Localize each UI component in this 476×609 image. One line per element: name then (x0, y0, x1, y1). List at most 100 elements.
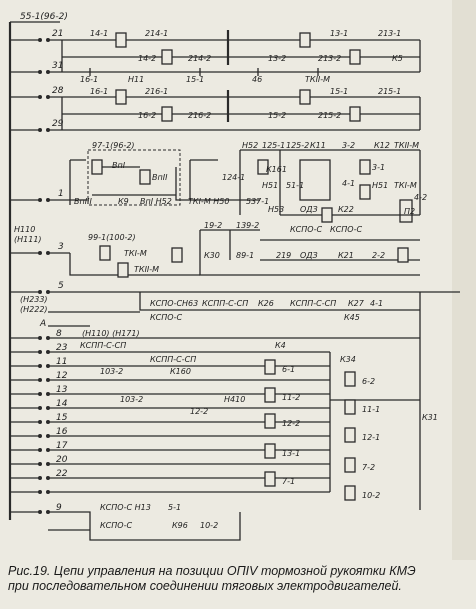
wire-8-label: 8 (56, 329, 62, 339)
wire-28-label: 28 (52, 86, 64, 96)
h222-label: (Н222) (20, 305, 48, 314)
t219-label: 219 (276, 251, 291, 260)
k4-label: К4 (275, 341, 286, 350)
wire-15-label: 15 (56, 413, 68, 423)
t10-2-label: 10-2 (362, 491, 380, 500)
wire-a-label: А (39, 319, 46, 329)
odz-label: ОДЗ (300, 205, 318, 214)
r1d: 213-1 (378, 29, 401, 38)
r5d: 215-2 (318, 111, 341, 120)
kspo-row-label: КСПО-С (150, 299, 182, 308)
h110-111-label: (Н110) (Н171) (82, 329, 140, 338)
g97-label: 97-1(96-2) (92, 141, 135, 150)
t51-1-label: 51-1 (286, 181, 304, 190)
h51b-label: Н51 (372, 181, 388, 190)
lower-relay-block (10, 292, 421, 541)
wire-11-label: 11 (56, 357, 67, 367)
t12-2-label: 12-2 (190, 407, 208, 416)
wire-17-label: 17 (56, 441, 68, 451)
g99-label: 99-1(100-2) (88, 233, 136, 242)
vpi-h52-label: ВпI Н52 (140, 197, 172, 206)
kspo2-label: КСПО-С (150, 313, 182, 322)
k21-label: К21 (338, 251, 354, 260)
wire-12-label: 12 (56, 371, 68, 381)
kspo-h13-label: КСПО-С Н13 (100, 503, 151, 512)
k11-label: К11 (310, 141, 326, 150)
k30-label: К30 (204, 251, 220, 260)
h53-label: Н53 (268, 205, 284, 214)
r4d: 215-1 (378, 87, 401, 96)
kspp-s-sp2-label: КСПП-С-СП (150, 355, 196, 364)
vpi-label: ВпI (112, 161, 126, 170)
t3-2-label: 3-2 (342, 141, 355, 150)
wire-14-label: 14 (56, 399, 68, 409)
wire-1-label: 1 (58, 189, 64, 199)
wire-31-label: 31 (52, 61, 63, 71)
r3c: 15-1 (186, 75, 204, 84)
h110-label: Н110 (14, 225, 35, 234)
t10-2b-label: 10-2 (200, 521, 218, 530)
k45-label: К45 (344, 313, 360, 322)
t103-2-label: 103-2 (100, 367, 123, 376)
r1c: 13-1 (330, 29, 348, 38)
k27-label: К27 (348, 299, 365, 308)
wire-23-label: 23 (56, 343, 68, 353)
caption-line-1: Рис.19. Цепи управления на позиции ОПIV … (8, 564, 416, 578)
t6-1-label: 6-1 (282, 365, 295, 374)
vpiii-label: ВпIII (74, 197, 92, 206)
wire-16-label: 16 (56, 427, 68, 437)
bus-label: 55-1(96-2) (20, 12, 68, 22)
h52-label: Н52 (242, 141, 258, 150)
wire-13-label: 13 (56, 385, 68, 395)
r2b: 214-2 (188, 54, 211, 63)
odz2-label: ОДЗ (300, 251, 318, 260)
r3e: ТКII-М (305, 75, 330, 84)
r5a: 16-2 (138, 111, 156, 120)
r4a: 16-1 (90, 87, 108, 96)
t2-2-label: 2-2 (372, 251, 385, 260)
wire-21-label: 21 (52, 29, 63, 39)
t7-2-label: 7-2 (362, 463, 375, 472)
caption-line-2: при последовательном соединении тяговых … (8, 579, 402, 593)
r3b: Н11 (128, 75, 144, 84)
t4-1b-label: 4-1 (370, 299, 383, 308)
h111-label: (Н111) (14, 235, 42, 244)
k537-label: 537-1 (246, 197, 269, 206)
k12-label: К12 (374, 141, 390, 150)
t5-1-label: 5-1 (168, 503, 181, 512)
wire-29-label: 29 (52, 119, 64, 129)
t7-1-label: 7-1 (282, 477, 295, 486)
r3a: 16-1 (80, 75, 98, 84)
t12-2b-label: 12-2 (282, 419, 300, 428)
wire-22-label: 22 (56, 469, 68, 479)
figure-caption: Рис.19. Цепи управления на позиции ОПIV … (8, 564, 470, 594)
k160-label: К160 (170, 367, 191, 376)
tki-m-h50-label: ТКI-М Н50 (188, 197, 229, 206)
h63-label: Н63 (182, 299, 198, 308)
t103-2b-label: 103-2 (120, 395, 143, 404)
r3d: 46 (252, 75, 262, 84)
r4b: 216-1 (145, 87, 168, 96)
t11-2-label: 11-2 (282, 393, 300, 402)
kspd-label: КСПП-С-СП (290, 299, 336, 308)
h233-label: (Н233) (20, 295, 48, 304)
wire-tap-group (10, 38, 70, 294)
control-circuit-diagram: 55-1(96-2) 21 31 28 29 1 3 5 Н110 (Н111)… (8, 12, 460, 541)
kspo-s2-label: КСПО-С (330, 225, 362, 234)
k96-label: К96 (172, 521, 188, 530)
vpii-label: ВпII (152, 173, 168, 182)
wire-9-label: 9 (56, 503, 62, 513)
k9-label: К9 (118, 197, 129, 206)
t124-1-label: 124-1 (222, 173, 245, 182)
t13-1-label: 13-1 (282, 449, 300, 458)
k22-label: К22 (338, 205, 354, 214)
t139-2-label: 139-2 (236, 221, 259, 230)
t4-1-label: 4-1 (342, 179, 355, 188)
t125-1-label: 125-1 (262, 141, 285, 150)
wire-3-label: 3 (58, 242, 64, 252)
k5-label: К5 (392, 54, 403, 63)
r2c: 13-2 (268, 54, 286, 63)
t19-2-label: 19-2 (204, 221, 222, 230)
t89-1-label: 89-1 (236, 251, 254, 260)
tkii-m-label: ТКII-М (394, 141, 419, 150)
